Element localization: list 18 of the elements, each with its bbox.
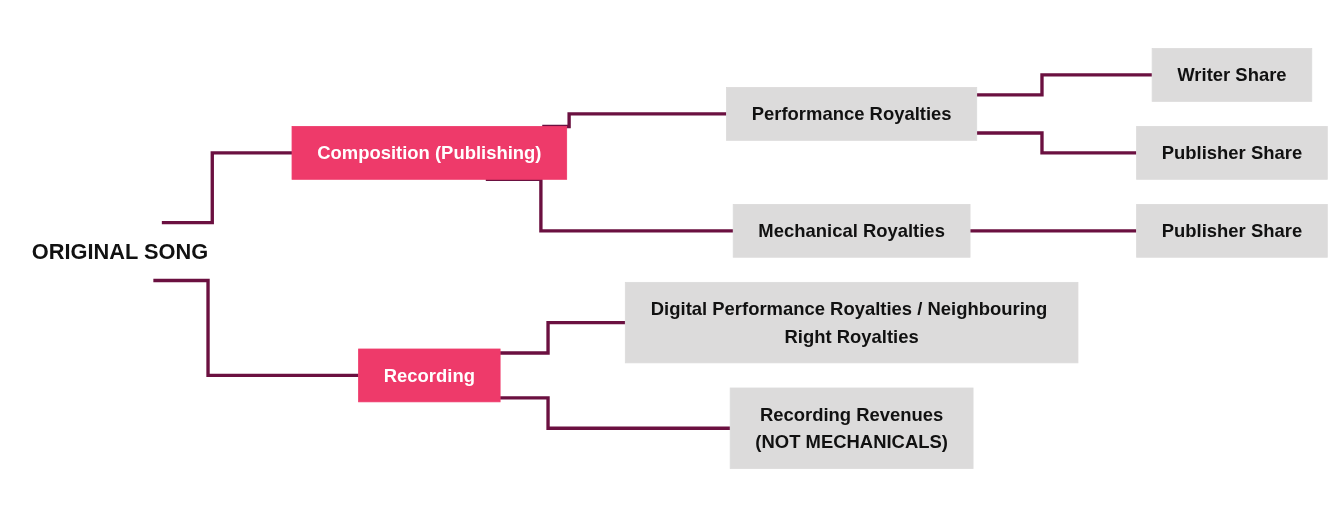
- node-box: Digital Performance Royalties / Neighbouring Right Royalties: [624, 281, 1079, 364]
- node-box: Recording Revenues (NOT MECHANICALS): [729, 387, 974, 469]
- connector: [976, 131, 1137, 155]
- node-box: Publisher Share: [1136, 204, 1328, 258]
- connector: [542, 112, 727, 129]
- node-box: Mechanical Royalties: [732, 204, 971, 258]
- connector: [161, 151, 293, 225]
- node-box: Publisher Share: [1136, 126, 1328, 180]
- node-box: Performance Royalties: [726, 87, 978, 141]
- connector: [500, 396, 731, 430]
- connector: [970, 229, 1137, 233]
- node-box: Writer Share: [1151, 48, 1313, 102]
- node-text: ORIGINAL SONG: [31, 238, 209, 264]
- connector: [500, 320, 626, 355]
- connector: [153, 278, 359, 378]
- connector: [976, 73, 1153, 97]
- node-box: Recording: [358, 348, 501, 403]
- node-box: Composition (Publishing): [291, 126, 568, 180]
